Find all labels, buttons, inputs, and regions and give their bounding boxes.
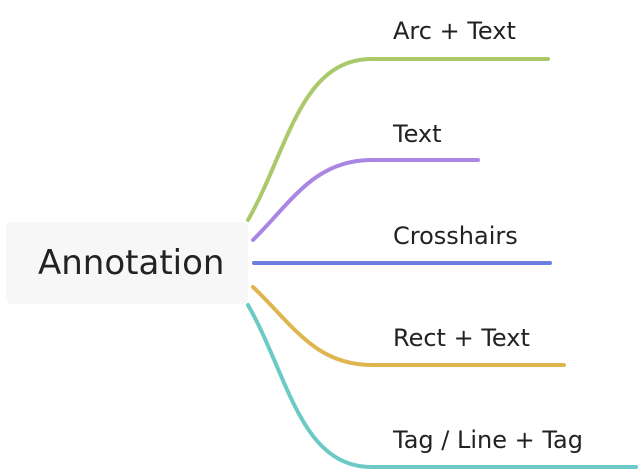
branch-text[interactable]: Text bbox=[393, 120, 442, 148]
root-node[interactable] bbox=[6, 222, 248, 304]
connector-rect-text bbox=[251, 285, 566, 367]
branch-arc-text[interactable]: Arc + Text bbox=[393, 17, 516, 45]
branch-crosshairs[interactable]: Crosshairs bbox=[393, 222, 518, 250]
connector-text bbox=[251, 158, 480, 242]
connector-arc-text bbox=[246, 57, 550, 222]
root-node-label: Annotation bbox=[38, 243, 225, 283]
connector-tag-line-tag bbox=[246, 303, 638, 469]
branch-rect-text[interactable]: Rect + Text bbox=[393, 324, 530, 352]
branch-tag-line-tag[interactable]: Tag / Line + Tag bbox=[393, 426, 583, 454]
